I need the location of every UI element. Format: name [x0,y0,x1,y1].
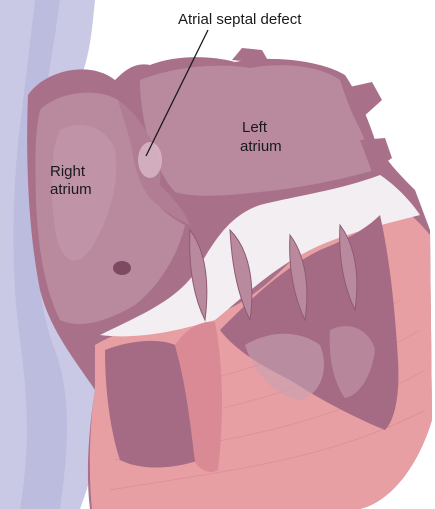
label-left-atrium-line2: atrium [240,138,282,155]
label-atrial-septal-defect: Atrial septal defect [178,11,302,28]
coronary-sinus-opening [113,261,131,275]
label-right-atrium-line2: atrium [50,181,92,198]
label-right-atrium-line1: Right [50,163,86,180]
label-left-atrium-line1: Left [242,119,268,136]
